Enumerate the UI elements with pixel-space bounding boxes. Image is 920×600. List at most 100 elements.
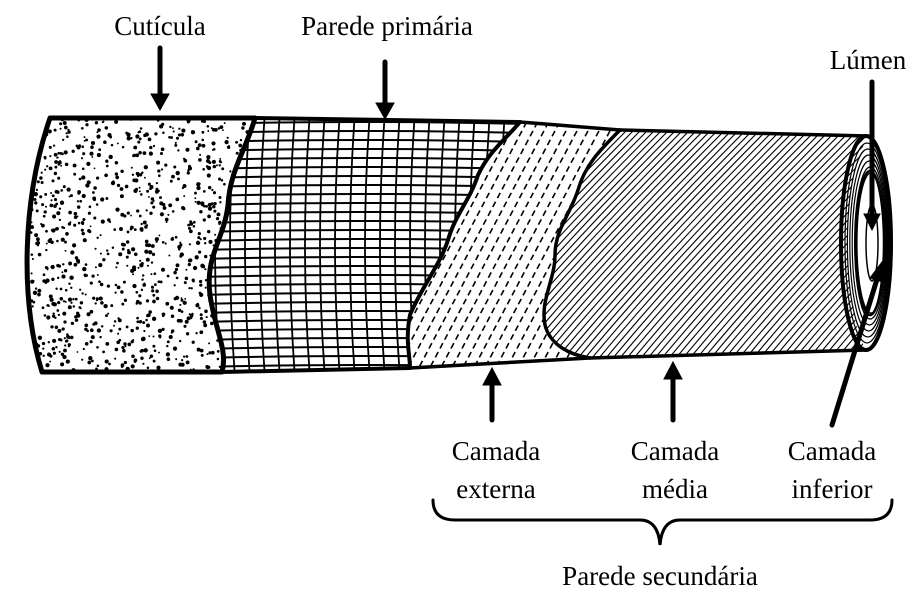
stipple-dot: [140, 350, 143, 353]
stipple-dot: [57, 329, 61, 333]
stipple-dot: [109, 136, 112, 139]
stipple-dot: [154, 132, 157, 135]
arrow-cuticula: [151, 48, 169, 110]
stipple-dot: [100, 197, 104, 201]
stipple-dot: [111, 144, 114, 147]
stipple-dot: [199, 280, 202, 283]
stipple-dot: [78, 306, 81, 309]
stipple-dot: [132, 174, 134, 176]
stipple-dot: [252, 135, 256, 139]
label-camada-inferior-line2: inferior: [762, 470, 902, 508]
stipple-dot: [29, 153, 32, 156]
stipple-dot: [229, 170, 231, 172]
stipple-dot: [46, 165, 48, 167]
stipple-dot: [208, 203, 212, 207]
stipple-dot: [251, 207, 253, 209]
stipple-dot: [169, 126, 171, 128]
stipple-dot: [145, 132, 149, 136]
stipple-dot: [148, 183, 151, 186]
stipple-dot: [80, 301, 83, 304]
stipple-dot: [79, 289, 81, 291]
stipple-dot: [81, 175, 85, 179]
stipple-dot: [68, 305, 72, 309]
stipple-dot: [202, 168, 205, 171]
stipple-dot: [185, 320, 189, 324]
stipple-dot: [178, 363, 182, 367]
stipple-dot: [139, 190, 141, 192]
stipple-dot: [178, 309, 181, 312]
stipple-dot: [35, 287, 37, 289]
stipple-dot: [124, 299, 127, 302]
stipple-dot: [33, 119, 35, 121]
stipple-dot: [50, 199, 52, 201]
stipple-dot: [158, 280, 161, 283]
stipple-dot: [208, 206, 212, 210]
fibril-line: [421, 120, 651, 370]
stipple-dot: [208, 161, 211, 164]
stipple-dot: [70, 194, 73, 197]
stipple-dot: [207, 173, 211, 177]
stipple-dot: [191, 130, 195, 134]
stipple-dot: [101, 325, 103, 327]
stipple-dot: [188, 259, 192, 263]
stipple-dot: [82, 194, 86, 198]
stipple-dot: [126, 256, 129, 259]
stipple-dot: [126, 265, 128, 267]
grid-line-h: [200, 149, 525, 151]
stipple-dot: [56, 211, 60, 215]
stipple-dot: [224, 140, 228, 144]
stipple-dot: [57, 277, 59, 279]
stipple-dot: [65, 132, 67, 134]
stipple-dot: [146, 224, 148, 226]
stipple-dot: [211, 189, 213, 191]
stipple-dot: [153, 272, 156, 275]
grid-line-h: [200, 293, 525, 295]
stipple-dot: [255, 234, 257, 236]
stipple-dot: [29, 366, 32, 369]
stipple-dot: [190, 287, 192, 289]
stipple-dot: [147, 367, 150, 370]
grid-line-h: [200, 275, 525, 277]
stipple-dot: [25, 337, 29, 341]
stipple-dot: [101, 220, 105, 224]
stipple-dot: [30, 280, 34, 284]
stipple-dot: [107, 284, 110, 287]
stipple-dot: [158, 234, 160, 236]
cuticle-outline: [27, 118, 255, 372]
stipple-dot: [131, 247, 135, 251]
stipple-dot: [143, 330, 145, 332]
stipple-dot: [37, 289, 41, 293]
stipple-dot: [59, 219, 61, 221]
stipple-dot: [33, 291, 37, 295]
stipple-dot: [170, 180, 173, 183]
stipple-dot: [67, 130, 70, 133]
stipple-dot: [68, 282, 70, 284]
stipple-dot: [181, 299, 184, 302]
stipple-dot: [240, 363, 242, 365]
stipple-dot: [75, 298, 78, 301]
stipple-dot: [145, 240, 149, 244]
stipple-dot: [84, 136, 86, 138]
stipple-dot: [256, 278, 260, 282]
stipple-dot: [77, 351, 79, 353]
stipple-dot: [163, 206, 167, 210]
grid-line-h: [200, 266, 525, 268]
stipple-dot: [232, 305, 235, 308]
stipple-dot: [24, 368, 27, 371]
stipple-dot: [203, 120, 206, 123]
stipple-dot: [237, 269, 240, 272]
stipple-dot: [166, 345, 168, 347]
stipple-dot: [68, 211, 72, 215]
stipple-dot: [35, 242, 38, 245]
stipple-dot: [63, 185, 66, 188]
stipple-dot: [137, 175, 139, 177]
stipple-dot: [188, 263, 191, 266]
stipple-dot: [165, 302, 169, 306]
stipple-dot: [253, 160, 255, 162]
stipple-dot: [246, 245, 249, 248]
stipple-dot: [135, 291, 138, 294]
stipple-dot: [198, 251, 201, 254]
stipple-dot: [44, 210, 47, 213]
stipple-dot: [222, 323, 226, 327]
stipple-dot: [51, 302, 55, 306]
